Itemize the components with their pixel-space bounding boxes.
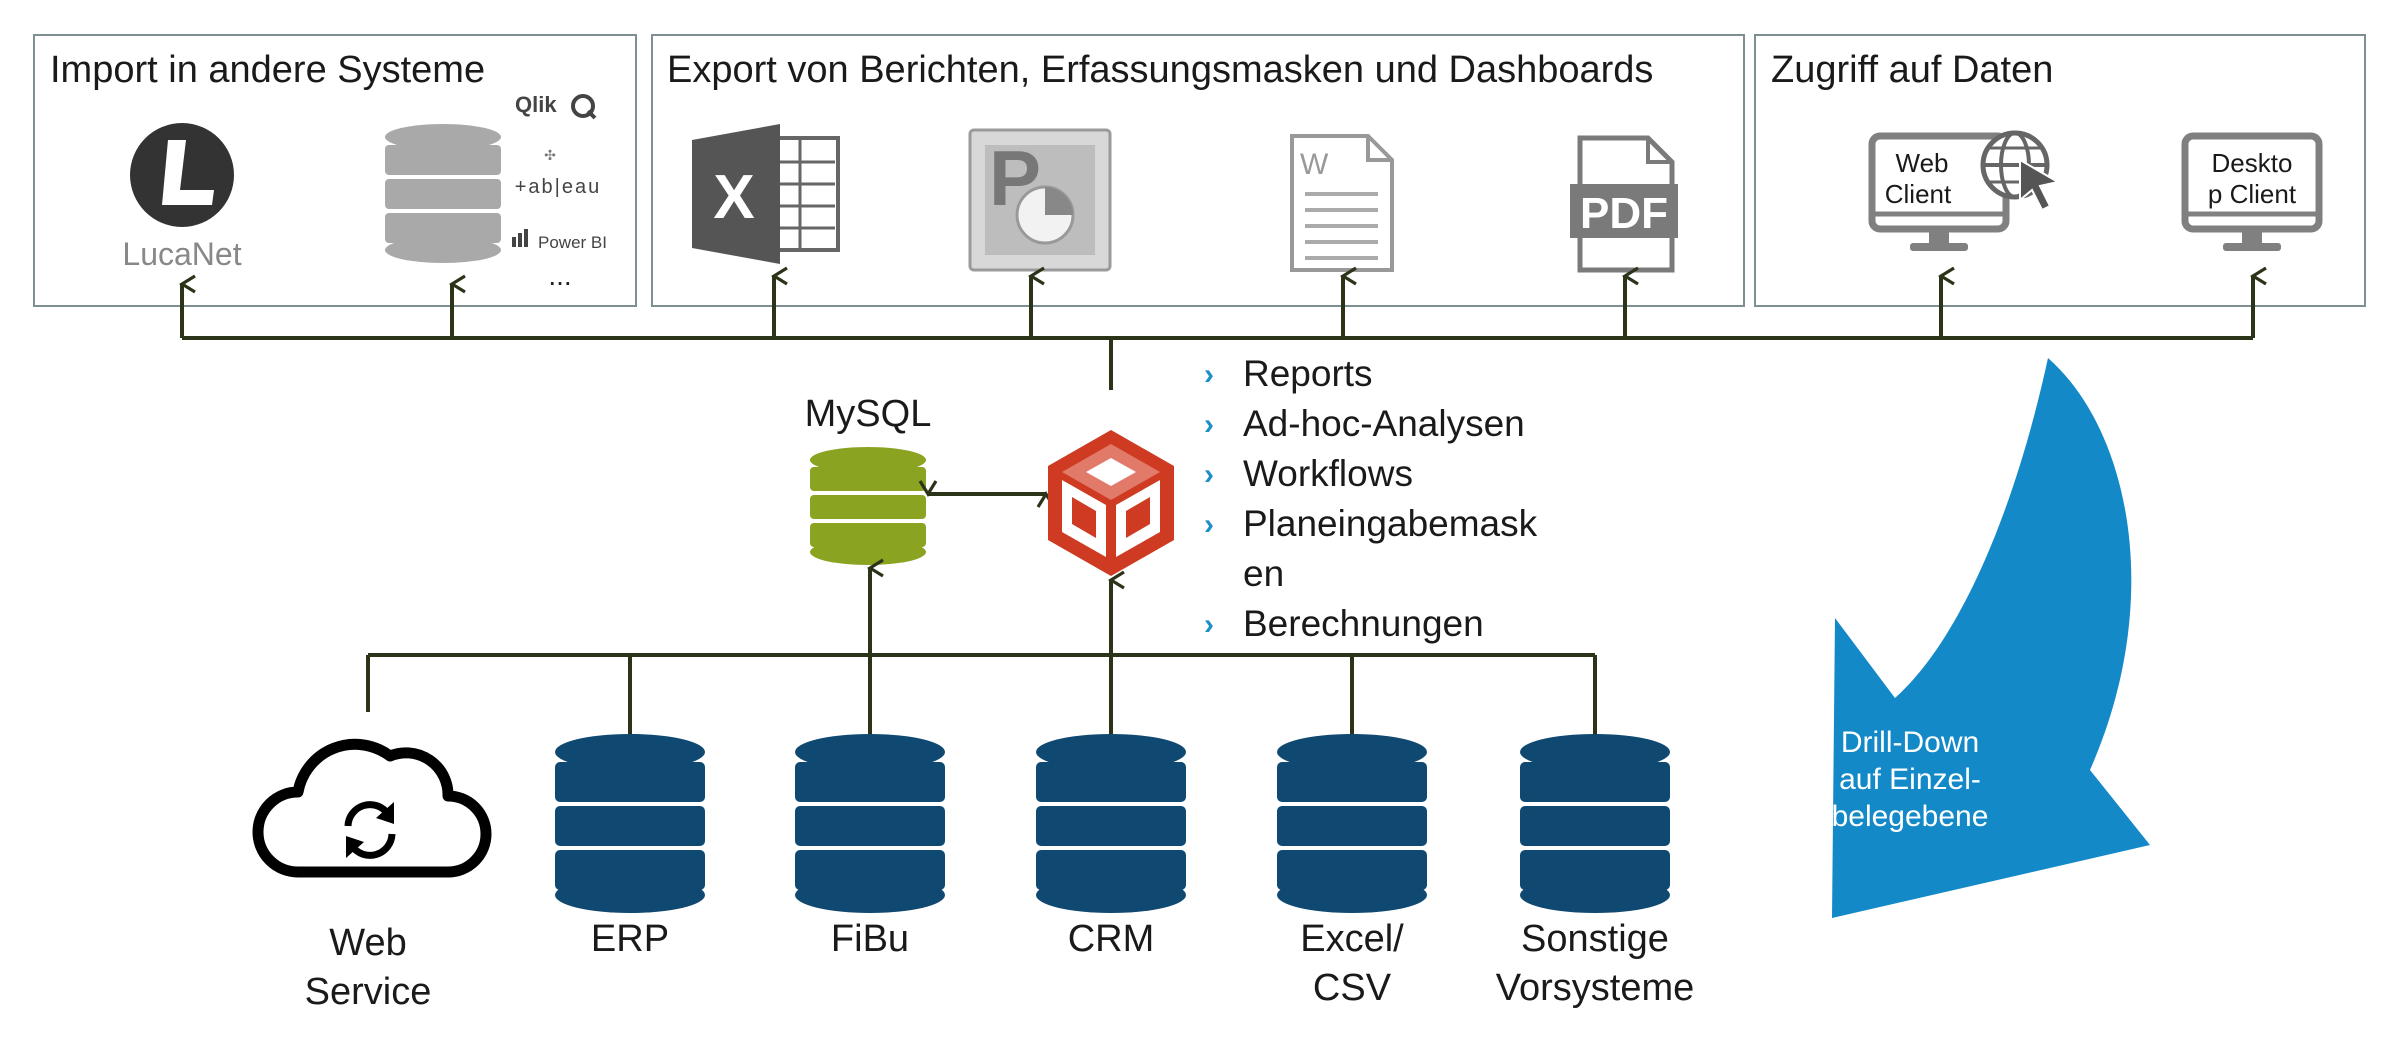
- feature-reports: Reports: [1243, 353, 1373, 394]
- tableau-cross-icon: ✣: [544, 147, 556, 163]
- erp-database-icon: [555, 734, 705, 913]
- desktop-client-label-2: p Client: [2208, 179, 2297, 209]
- globe-cursor-icon: [1980, 130, 2061, 212]
- mysql-label: MySQL: [805, 393, 932, 435]
- tableau-logo: +ab|eau: [515, 176, 602, 198]
- source-label: Service: [305, 971, 432, 1013]
- feature-planning: Planeingabemask: [1243, 503, 1538, 544]
- other-systems-database-icon: [1520, 734, 1670, 913]
- top-bus: [182, 276, 2253, 390]
- feature-adhoc: Ad-hoc-Analysen: [1243, 403, 1525, 444]
- source-label: FiBu: [831, 918, 909, 960]
- drill-down-label-3: belegebene: [1832, 800, 1989, 833]
- drill-down-label-2: auf Einzel-: [1839, 763, 1981, 796]
- panel-import-title: Import in andere Systeme: [50, 49, 485, 91]
- word-letter: W: [1300, 148, 1329, 181]
- web-client-label-2: Client: [1885, 179, 1952, 209]
- web-client-monitor-icon: Web Client: [1868, 132, 2010, 251]
- panel-export: Export von Berichten, Erfassungsmasken u…: [651, 34, 1745, 307]
- feature-workflows: Workflows: [1243, 453, 1413, 494]
- source-label: CRM: [1068, 918, 1155, 960]
- pdf-icon: PDF: [1570, 135, 1678, 273]
- excel-csv-database-icon: [1277, 734, 1427, 913]
- powerbi-icon: [512, 229, 528, 247]
- qlik-q-icon: [571, 94, 597, 120]
- source-labels: Web Service ERP FiBu CRM Excel/ CSV Sons…: [305, 918, 1695, 1013]
- web-client-label-1: Web: [1896, 148, 1949, 178]
- powerbi-logo: Power BI: [538, 233, 607, 252]
- feature-list: › Reports › Ad-hoc-Analysen › Workflows …: [1204, 353, 1538, 644]
- feature-planning-cont: en: [1243, 553, 1284, 594]
- source-label: Excel/: [1300, 918, 1404, 960]
- drill-down-arrow: Drill-Down auf Einzel- belegebene: [1832, 358, 2150, 918]
- web-service-cloud-icon: [252, 738, 492, 878]
- feature-bullet: ›: [1204, 508, 1214, 541]
- source-label: Web: [329, 922, 406, 964]
- feature-calculations: Berechnungen: [1243, 603, 1484, 644]
- feature-bullet: ›: [1204, 608, 1214, 641]
- olap-cube-logo: [1048, 430, 1174, 576]
- bi-database-icon: [385, 124, 501, 263]
- powerpoint-letter: P: [989, 134, 1041, 222]
- lucanet-logo: LucaNet: [122, 123, 242, 272]
- panel-access-title: Zugriff auf Daten: [1771, 49, 2053, 91]
- fibu-database-icon: [795, 734, 945, 913]
- feature-bullet: ›: [1204, 408, 1214, 441]
- pdf-letters: PDF: [1580, 189, 1668, 238]
- bottom-bus: [366, 568, 1597, 737]
- panel-export-title: Export von Berichten, Erfassungsmasken u…: [667, 49, 1653, 91]
- desktop-client-label-1: Deskto: [2212, 148, 2293, 178]
- powerpoint-icon: P: [968, 128, 1112, 272]
- crm-database-icon: [1036, 734, 1186, 913]
- drill-down-label-1: Drill-Down: [1841, 726, 1979, 759]
- word-icon: W: [1290, 134, 1394, 272]
- panel-access: Zugriff auf Daten: [1754, 34, 2366, 307]
- source-label: Vorsysteme: [1496, 967, 1695, 1009]
- qlik-logo: Qlik: [515, 92, 557, 117]
- lucanet-label: LucaNet: [122, 236, 241, 272]
- feature-bullet: ›: [1204, 458, 1214, 491]
- more-tools-ellipsis: ...: [548, 260, 571, 291]
- feature-bullet: ›: [1204, 358, 1214, 391]
- source-label: CSV: [1313, 967, 1392, 1009]
- desktop-client-monitor-icon: Deskto p Client: [2181, 132, 2323, 251]
- source-label: ERP: [591, 918, 669, 960]
- mysql-database-icon: [810, 447, 926, 565]
- excel-icon: X: [692, 124, 840, 264]
- excel-letter: X: [713, 163, 754, 232]
- source-label: Sonstige: [1521, 918, 1669, 960]
